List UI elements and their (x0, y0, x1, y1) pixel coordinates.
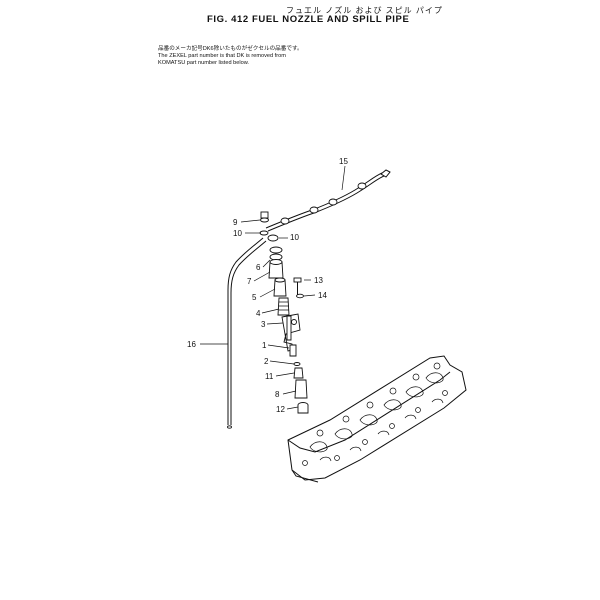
part-3-holder (281, 313, 301, 352)
callout-13: 13 (314, 276, 323, 285)
part-5-nozzle-body (273, 277, 287, 297)
part-14-washer (296, 293, 304, 299)
callout-3: 3 (261, 320, 266, 329)
banjo-bolt-9 (260, 211, 269, 223)
callout-5: 5 (252, 293, 257, 302)
callout-15: 15 (339, 157, 348, 166)
washer-10-right (267, 234, 279, 242)
part-12-ring (297, 402, 309, 414)
callout-2: 2 (264, 357, 269, 366)
part-6-washer (269, 246, 283, 261)
callout-14: 14 (318, 291, 327, 300)
note-line-2: KOMATSU part number listed below. (158, 59, 249, 66)
leader-lines (200, 165, 346, 410)
callout-10-right: 10 (290, 233, 299, 242)
callout-1: 1 (262, 341, 267, 350)
cylinder-head (287, 355, 467, 483)
part-8-tube (294, 379, 308, 399)
note-japanese: 品番のメーカ記号DK6除いたものがゼクセルの品番です。 (158, 46, 303, 52)
callout-6: 6 (256, 263, 261, 272)
callout-4: 4 (256, 309, 261, 318)
callout-10-left: 10 (233, 229, 242, 238)
washer-10-left (259, 230, 269, 236)
part-7-nut (268, 259, 284, 279)
callout-12: 12 (276, 405, 285, 414)
callout-8: 8 (275, 390, 280, 399)
part-1-nozzle-tip (289, 344, 297, 357)
part-4-spring (277, 297, 290, 316)
figure-title: FIG. 412 FUEL NOZZLE AND SPILL PIPE (207, 14, 410, 25)
callout-9: 9 (233, 218, 238, 227)
callout-16: 16 (187, 340, 196, 349)
callout-11: 11 (265, 372, 274, 381)
return-pipe (227, 237, 267, 429)
title-japanese: フュエル ノズル および スピル パイプ (286, 6, 443, 15)
part-11-sleeve (293, 367, 304, 379)
callout-7: 7 (247, 277, 252, 286)
part-2-washer (293, 362, 301, 366)
spill-pipe (265, 169, 391, 232)
note-line-1: The ZEXEL part number is that DK is remo… (158, 53, 286, 59)
